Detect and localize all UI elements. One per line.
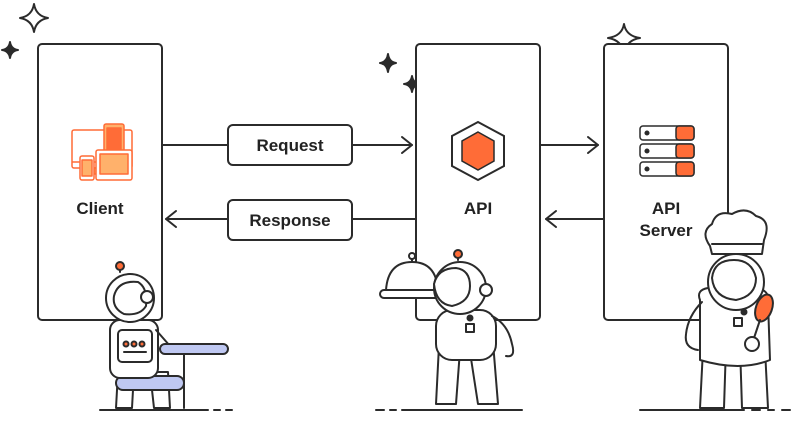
sparkle-icon <box>1 41 19 59</box>
server-rack-icon <box>639 125 695 177</box>
client-label: Client <box>76 199 124 218</box>
api-server-label-line1: API <box>652 199 680 218</box>
response-label: Response <box>249 211 330 230</box>
api-server-label-line2: Server <box>640 221 693 240</box>
api-to-server-arrow <box>539 136 599 154</box>
response-label-box <box>227 199 353 241</box>
request-label-box <box>227 124 353 166</box>
sparkle-icon <box>19 3 49 33</box>
api-server-box <box>603 43 729 321</box>
client-astronaut-illustration <box>105 261 229 409</box>
hexagon-icon <box>451 120 505 182</box>
server-astronaut-illustration <box>684 209 774 409</box>
server-to-api-arrow <box>545 210 605 228</box>
request-arrow <box>161 136 413 154</box>
api-label: API <box>464 199 492 218</box>
client-box <box>37 43 163 321</box>
request-label: Request <box>256 136 323 155</box>
sparkle-icon <box>379 53 397 73</box>
devices-icon <box>71 123 133 181</box>
api-astronaut-illustration <box>379 249 515 405</box>
response-arrow <box>165 210 417 228</box>
